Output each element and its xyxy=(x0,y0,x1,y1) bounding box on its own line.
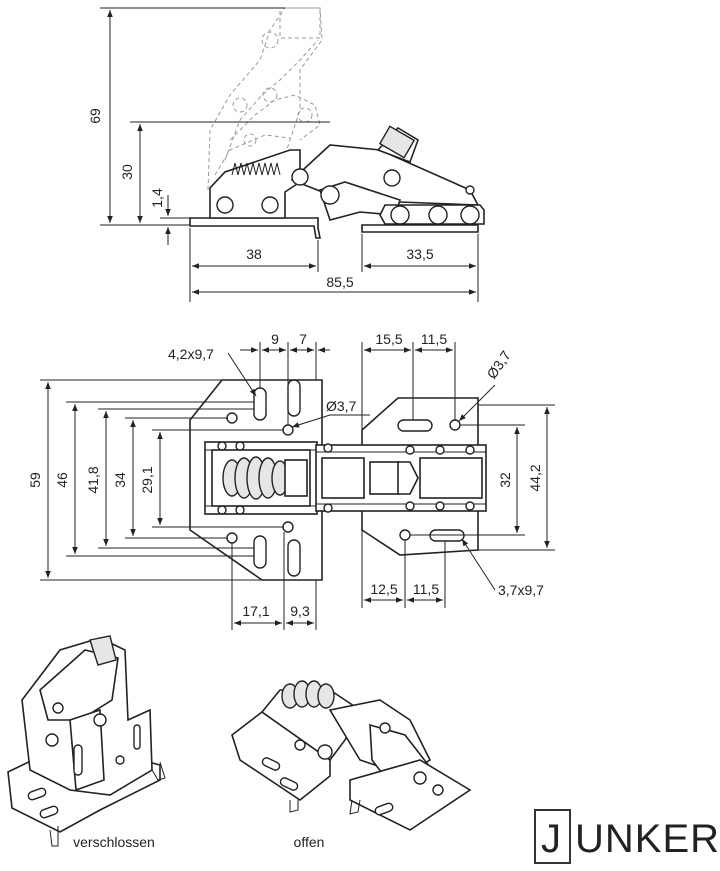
plan-slot xyxy=(397,419,433,432)
dim-33-5: 33,5 xyxy=(406,246,433,262)
dim-slot-right: 3,7x9,7 xyxy=(498,582,544,598)
side-pivot xyxy=(383,169,401,187)
dim-34: 34 xyxy=(112,472,128,488)
dim-46: 46 xyxy=(54,472,70,488)
side-top-block xyxy=(378,125,416,159)
plan-rivets xyxy=(217,441,475,515)
dim-hole-left: Ø3,7 xyxy=(326,398,357,414)
side-pivot xyxy=(428,205,448,225)
iso-closed-illustration xyxy=(7,635,166,847)
dim-59: 59 xyxy=(27,472,43,488)
dim-top-7: 7 xyxy=(299,331,307,347)
iso-open-illustration xyxy=(231,680,472,831)
brand-letter: J xyxy=(541,817,562,861)
side-pivot xyxy=(465,185,475,195)
dim-top-15-5: 15,5 xyxy=(375,331,402,347)
plan-arm-right xyxy=(419,457,483,499)
side-pivot xyxy=(320,185,340,205)
plan-arm-link xyxy=(369,461,401,495)
dim-hole-right: Ø3,7 xyxy=(483,348,514,382)
plan-arm-hook xyxy=(397,461,419,495)
dim-top-11-5: 11,5 xyxy=(421,331,447,347)
caption-open: offen xyxy=(294,834,325,850)
plan-slot xyxy=(287,379,301,417)
brand-logo: J UNKER xyxy=(534,809,720,864)
plan-slot xyxy=(287,539,301,577)
plan-hole xyxy=(282,521,294,533)
plan-hole xyxy=(282,424,294,436)
plan-arm-inner xyxy=(321,457,365,499)
dim-bottom-11-5: 11,5 xyxy=(413,581,439,597)
side-pivot xyxy=(261,196,279,214)
dim-bottom-17-1: 17,1 xyxy=(242,603,269,619)
plan-hole xyxy=(399,529,411,541)
dim-1-4: 1,4 xyxy=(149,188,165,208)
dim-bottom-12-5: 12,5 xyxy=(370,581,397,597)
dim-32: 32 xyxy=(497,472,513,488)
side-base-plate-right xyxy=(361,224,479,233)
brand-text: UNKER xyxy=(575,817,720,861)
side-pivot xyxy=(291,168,309,186)
plan-dimensions xyxy=(40,342,555,630)
dim-30: 30 xyxy=(119,164,135,180)
side-view-ghost-outline xyxy=(207,7,323,191)
side-pivot xyxy=(390,205,410,225)
side-pivot xyxy=(216,196,234,214)
caption-closed: verschlossen xyxy=(73,834,155,850)
plan-spring xyxy=(222,456,308,500)
side-spring xyxy=(231,162,281,176)
side-pivot xyxy=(460,205,480,225)
side-dimensions xyxy=(100,7,479,302)
plan-slot xyxy=(253,535,267,569)
dim-29-1: 29,1 xyxy=(139,466,155,493)
dim-69: 69 xyxy=(87,108,103,124)
side-base-plate xyxy=(189,217,321,239)
dim-44-2: 44,2 xyxy=(527,464,543,491)
plan-hole xyxy=(449,419,461,431)
side-view: 69 30 1,4 38 33,5 85,5 xyxy=(87,7,485,302)
plan-hole xyxy=(226,412,238,424)
dim-85-5: 85,5 xyxy=(326,274,353,290)
dim-41-8: 41,8 xyxy=(85,466,101,493)
dim-bottom-9-3: 9,3 xyxy=(290,603,310,619)
dim-top-9: 9 xyxy=(271,331,279,347)
plan-slot xyxy=(253,387,267,421)
dim-38: 38 xyxy=(246,246,262,262)
plan-view: 4,2x9,7 9 7 Ø3,7 15,5 11,5 Ø3,7 59 46 41… xyxy=(27,331,555,630)
dim-slot-left: 4,2x9,7 xyxy=(168,346,214,362)
plan-hole xyxy=(226,532,238,544)
